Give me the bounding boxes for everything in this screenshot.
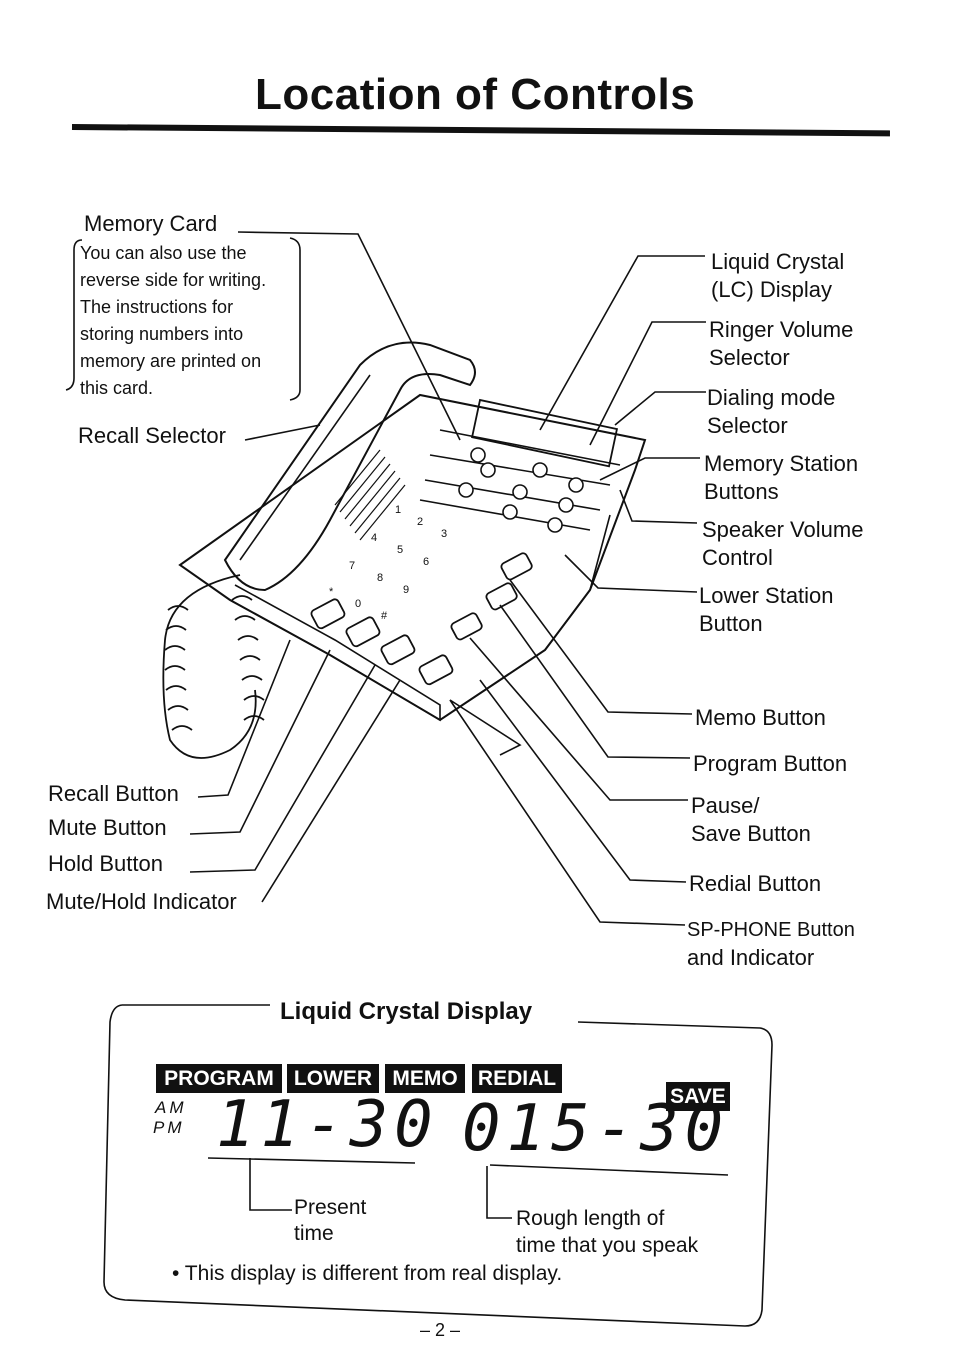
hold-button-label: Hold Button [48, 851, 163, 876]
key-5: 5 [397, 544, 404, 556]
page-number: – 2 – [420, 1320, 461, 1340]
pause-save-label: Pause/ Save Button [691, 793, 811, 846]
key-8: 8 [377, 572, 384, 584]
dialing-mode-label: Dialing mode Selector [707, 385, 836, 438]
redial-tag: REDIAL [472, 1064, 562, 1093]
lower-tag: LOWER [287, 1064, 379, 1093]
note-line: You can also use the [80, 243, 247, 263]
note-line: memory are printed on [80, 351, 262, 371]
am-indicator: AM [155, 1098, 187, 1117]
key-6: 6 [423, 556, 430, 568]
display-footnote: • This display is different from real di… [172, 1262, 563, 1285]
lower-station-label: Lower Station Button [699, 583, 834, 636]
mute-hold-indicator-label: Mute/Hold Indicator [46, 889, 237, 914]
key-2: 2 [417, 516, 424, 528]
recall-selector-label: Recall Selector [78, 423, 226, 448]
note-line: reverse side for writing. [80, 270, 267, 290]
memo-tag: MEMO [385, 1064, 465, 1093]
program-button-label: Program Button [693, 751, 848, 776]
key-hash: # [381, 610, 388, 622]
present-time-label: Present time [294, 1196, 367, 1245]
key-star: * [329, 586, 334, 598]
mute-button-label: Mute Button [48, 815, 167, 840]
note-line: this card. [80, 378, 154, 398]
talk-length-digits: 015-30 [462, 1092, 730, 1166]
save-tag: SAVE [666, 1082, 730, 1111]
key-7: 7 [349, 560, 356, 572]
recall-button-label: Recall Button [48, 781, 179, 806]
memory-card-label: Memory Card [84, 211, 218, 236]
memory-station-label: Memory Station Buttons [704, 451, 859, 504]
key-1: 1 [395, 504, 402, 516]
pm-indicator: PM [153, 1118, 185, 1137]
key-4: 4 [371, 532, 378, 544]
note-line: storing numbers into [80, 324, 244, 344]
sp-phone-label: SP-PHONE Button and Indicator [687, 919, 855, 970]
page-title: Location of Controls [255, 70, 696, 119]
rough-length-label: Rough length of time that you speak [516, 1207, 699, 1257]
present-time-digits: 11-30 [216, 1088, 439, 1162]
program-tag: PROGRAM [156, 1064, 282, 1093]
lc-display-label: Liquid Crystal (LC) Display [711, 249, 845, 302]
redial-button-label: Redial Button [689, 871, 822, 896]
lcd-title: Liquid Crystal Display [280, 998, 533, 1025]
memo-button-label: Memo Button [695, 705, 826, 730]
key-0: 0 [355, 598, 362, 610]
note-line: The instructions for [80, 297, 234, 317]
memory-card-note: You can also use the reverse side for wr… [80, 240, 266, 402]
ringer-volume-label: Ringer Volume Selector [709, 317, 854, 370]
key-9: 9 [403, 584, 410, 596]
key-3: 3 [441, 528, 448, 540]
speaker-volume-label: Speaker Volume Control [702, 517, 864, 570]
